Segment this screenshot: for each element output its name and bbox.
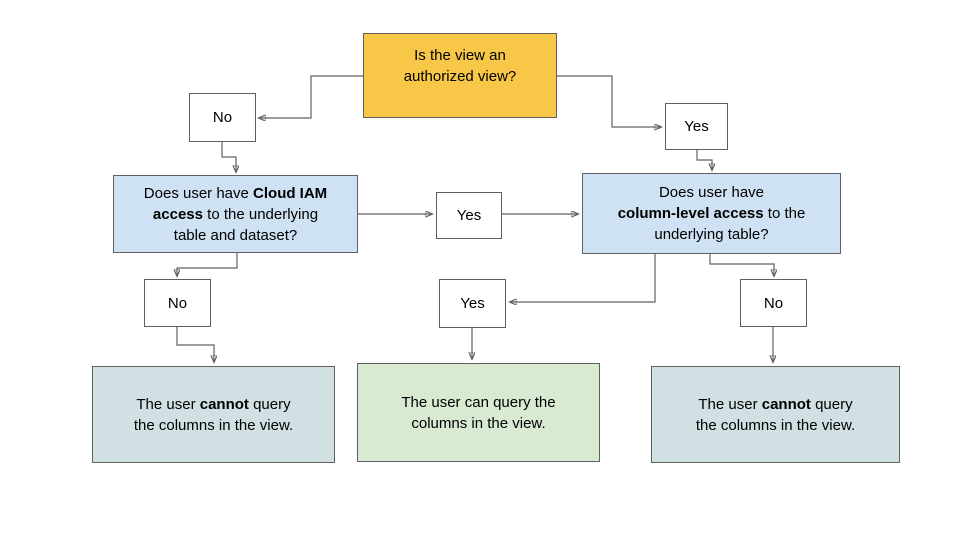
branch-yes-label: Yes (684, 118, 709, 135)
branch-no-column-level-label: No (763, 294, 784, 312)
branch-no-cloud-iam-label: No (167, 294, 188, 312)
branch-no-authorized-view: No (189, 93, 256, 142)
edge-root-to-yes1 (557, 75, 661, 127)
edge-no1-to-left-question (221, 142, 236, 172)
edge-root-to-no1 (259, 75, 363, 118)
edge-left-question-to-no2 (177, 253, 238, 276)
branch-yes-authorized-view: Yes (665, 103, 728, 150)
branch-yes-cloud-iam: Yes (436, 192, 502, 239)
branch-no-cloud-iam: No (144, 279, 211, 327)
branch-yes-cloud-iam-label: Yes (456, 207, 482, 224)
edge-right-question-to-no3 (709, 253, 774, 276)
edge-right-question-to-yes3 (510, 253, 656, 302)
edge-no2-to-result-left (176, 327, 214, 362)
edge-yes1-to-right-question (696, 150, 712, 170)
branch-yes-column-level-label: Yes (460, 295, 485, 312)
branch-yes-column-level: Yes (439, 279, 506, 328)
branch-no-column-level: No (740, 279, 807, 327)
branch-no-label: No (212, 109, 233, 126)
